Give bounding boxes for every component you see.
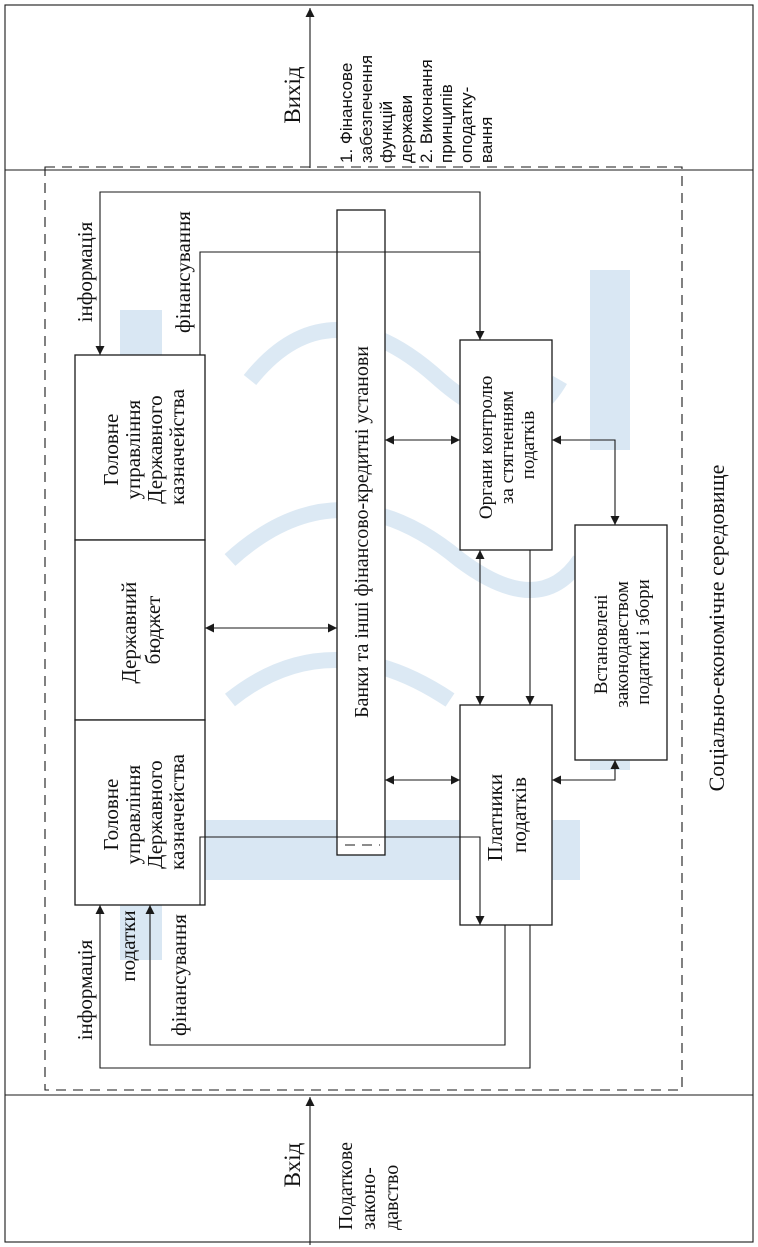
tax-control-line-1: Органи контролю: [476, 376, 497, 519]
treasury-left-line-2: управління: [121, 764, 145, 864]
output-note-line-7: оподатку-: [457, 87, 476, 163]
environment-region: [44, 166, 683, 1091]
financing-bottom-label: фінансування: [167, 914, 191, 1036]
taxpayers-line-1: Платники: [483, 774, 507, 862]
tax-control-line-3: податків: [518, 411, 539, 480]
taxes-law-text: Встановлені законодавством податки і збо…: [591, 576, 654, 707]
treasury-right-line-1: Головне: [99, 414, 123, 486]
treasury-left-line-3: Державного: [143, 760, 167, 868]
state-budget-text: Державний бюджет: [117, 576, 165, 683]
output-note-line-5: 2. Виконання: [417, 59, 436, 163]
taxes-law-line-3: податки і збори: [633, 579, 654, 705]
state-budget-line-1: Державний: [117, 582, 141, 684]
output-note-line-6: принципів: [437, 84, 456, 163]
outer-frame: [4, 4, 754, 1243]
input-note-line-3: давство: [381, 1165, 403, 1230]
taxpayers-box: [459, 704, 553, 926]
info-bottom-label: інформація: [73, 939, 97, 1040]
output-note-line-1: 1. Фінансове: [337, 63, 356, 163]
output-note-line-8: вання: [477, 117, 496, 163]
financing-top-connector: [199, 251, 485, 355]
treasury-right-box: [74, 354, 206, 541]
taxes-law-line-1: Встановлені: [591, 594, 612, 694]
input-note: Податкове законо- давство: [335, 1137, 403, 1230]
input-note-line-2: законо-: [358, 1167, 380, 1230]
treasury-right-line-3: Державного: [143, 395, 167, 503]
input-label: Вхід: [280, 1142, 305, 1187]
treasury-left-text: Головне управління Державного казначейст…: [99, 753, 189, 869]
financing-top-label: фінансування: [171, 211, 195, 333]
info-bottom-connector: [95, 905, 531, 1069]
output-note-line-3: функцій: [377, 101, 396, 163]
payers-law-link: [552, 760, 620, 785]
taxes-connector: [199, 836, 485, 925]
treasury-right-text: Головне управління Державного казначейст…: [99, 388, 189, 504]
output-note: 1. Фінансове забезпечення функцій держав…: [337, 50, 496, 163]
output-label: Вихід: [280, 66, 305, 124]
taxes-law-line-2: законодавством: [612, 581, 633, 708]
taxpayers-text: Платники податків: [483, 769, 531, 862]
treasury-left-line-1: Головне: [99, 779, 123, 851]
input-note-line-1: Податкове: [335, 1142, 357, 1230]
output-note-line-4: держави: [397, 95, 416, 163]
state-budget-box: [74, 539, 206, 721]
info-top-label: інформація: [73, 221, 97, 322]
tax-control-line-2: за стягненням: [497, 391, 518, 504]
environment-label: Соціально-економічне середовище: [704, 465, 729, 792]
state-budget-line-2: бюджет: [141, 596, 165, 665]
taxpayers-line-2: податків: [507, 777, 531, 853]
treasury-left-box: [74, 719, 206, 906]
taxes-law-box: [574, 524, 668, 761]
treasury-left-line-4: казначейства: [165, 753, 189, 869]
financing-bottom-connector: [145, 905, 506, 1046]
control-law-link: [552, 435, 620, 525]
taxes-label: податки: [116, 910, 140, 981]
treasury-right-line-4: казначейства: [165, 388, 189, 504]
output-note-line-2: забезпечення: [357, 55, 376, 163]
tax-control-text: Органи контролю за стягненням податків: [476, 371, 539, 519]
banks-text: Банки та інші фінансово-кредитні установ…: [351, 346, 373, 718]
treasury-right-line-2: управління: [121, 399, 145, 499]
banks-box: [336, 209, 386, 856]
